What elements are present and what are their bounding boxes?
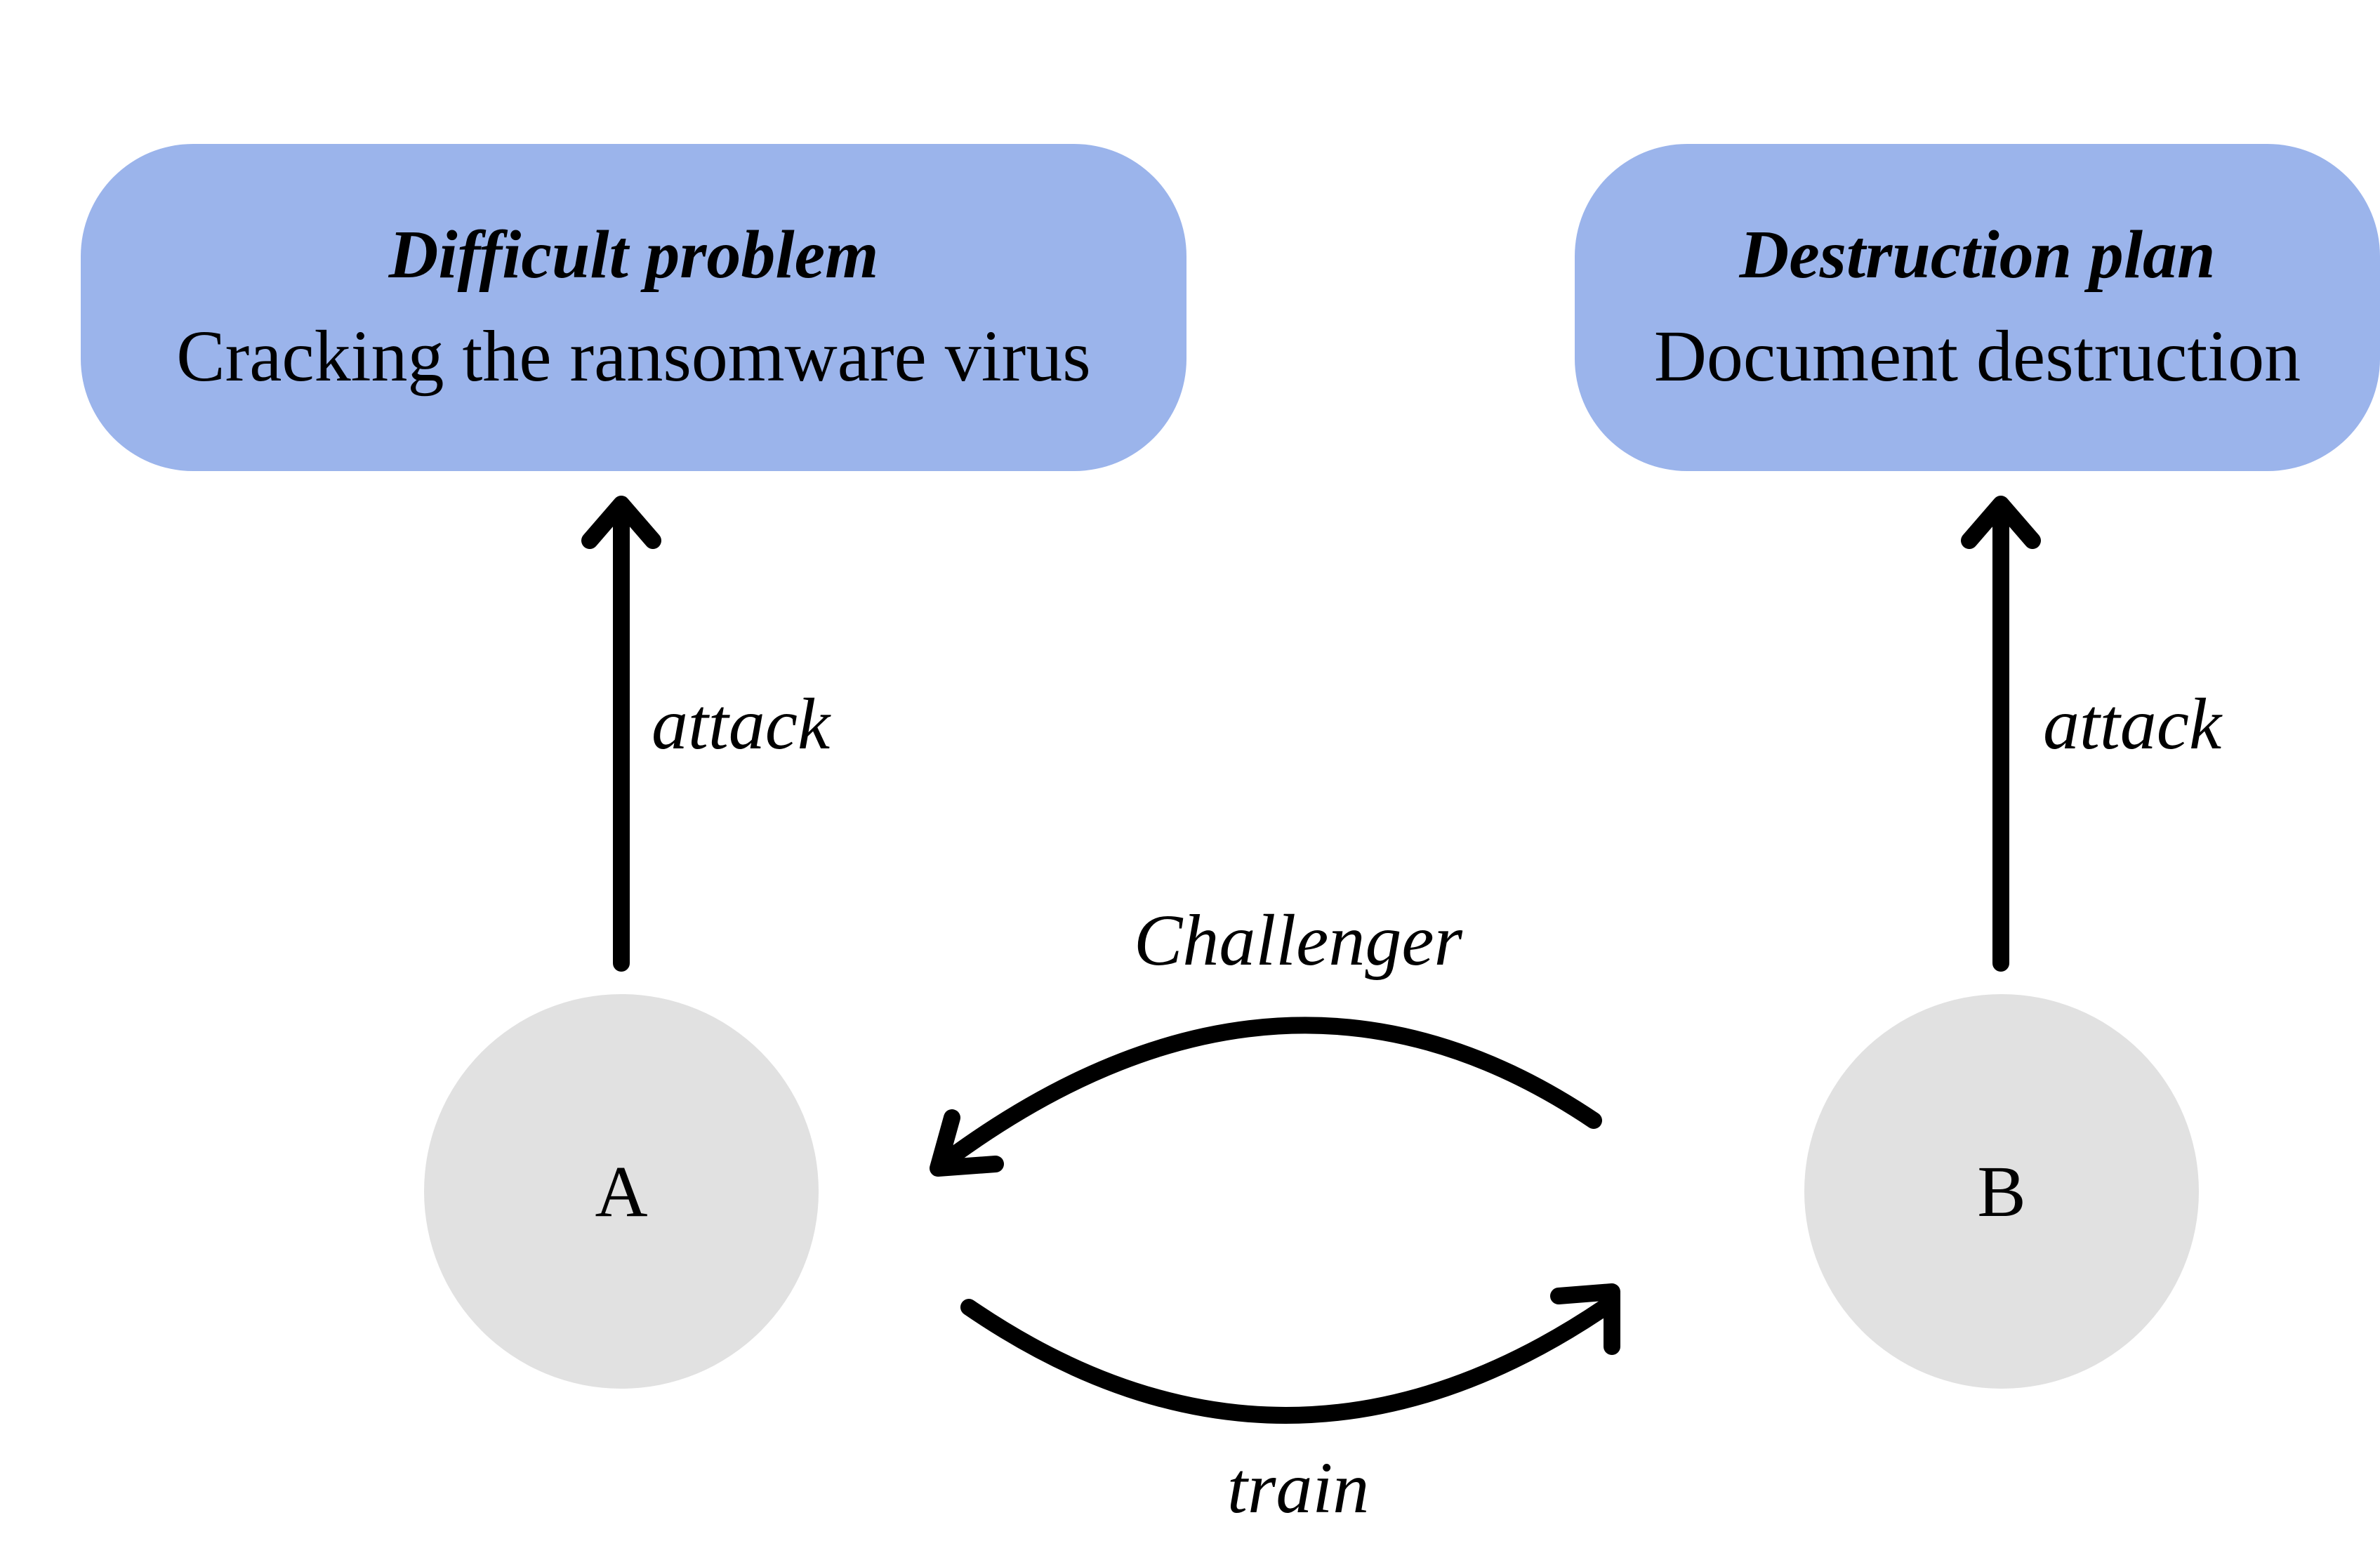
- difficult-problem-title: Difficult problem: [388, 217, 879, 293]
- arrow-attack-b: [1961, 496, 2041, 972]
- arrow-train: [960, 1283, 1620, 1424]
- node-a-label: A: [595, 1151, 648, 1232]
- node-a: A: [424, 994, 819, 1389]
- edge-label-attack-b: attack: [2043, 684, 2222, 765]
- node-b-label: B: [1977, 1151, 2026, 1232]
- edge-label-challenger: Challenger: [1134, 900, 1462, 981]
- destruction-plan-title: Destruction plan: [1739, 217, 2216, 293]
- difficult-problem-subtitle: Cracking the ransomware virus: [176, 316, 1091, 397]
- arrow-challenger: [930, 1017, 1602, 1177]
- edge-label-train: train: [1227, 1448, 1370, 1528]
- difficult-problem-box: Difficult problem Cracking the ransomwar…: [81, 144, 1186, 471]
- edge-label-attack-a: attack: [652, 684, 831, 765]
- node-b: B: [1804, 994, 2199, 1389]
- destruction-plan-box: Destruction plan Document destruction: [1575, 144, 2380, 471]
- arrow-attack-a: [581, 496, 661, 972]
- destruction-plan-subtitle: Document destruction: [1653, 316, 2301, 397]
